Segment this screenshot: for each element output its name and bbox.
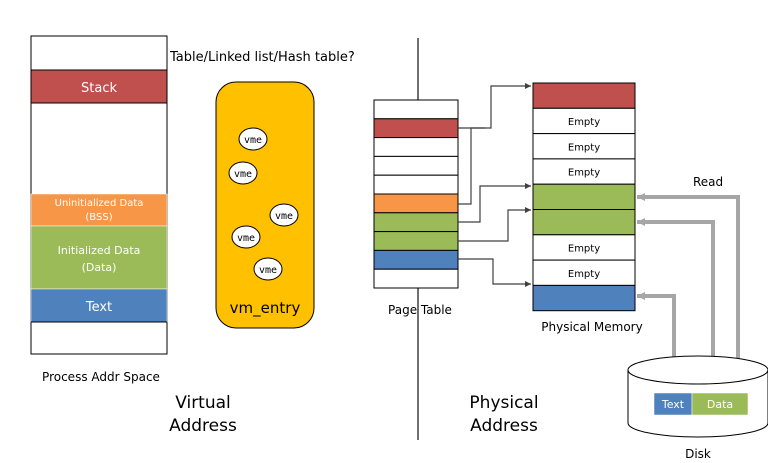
text-segment: [30, 288, 168, 323]
text-label: Text: [85, 300, 112, 315]
read-arrow-data: [637, 193, 740, 390]
page-table-entry: [373, 118, 459, 139]
disk-text-label: Text: [661, 398, 685, 411]
physical-memory-caption: Physical Memory: [541, 320, 642, 334]
memory-frame-data: [532, 183, 636, 210]
vme-node-label: vme: [275, 211, 293, 222]
empty-frame-label: Empty: [568, 269, 600, 280]
vme-node-label: vme: [234, 169, 252, 180]
process-space-caption: Process Addr Space: [42, 370, 160, 384]
mapping-arrows: [458, 83, 531, 287]
memory-frame-empty: [532, 133, 636, 160]
page-table-entry: [373, 174, 459, 195]
vme-node-group: vme vme vme vme vme: [228, 127, 299, 281]
vme-node: [228, 161, 258, 185]
disk-data-block: [691, 392, 749, 416]
page-table-entry: [373, 193, 459, 214]
page-table-entry: [373, 231, 459, 251]
vme-node: [269, 203, 299, 227]
read-label: Read: [693, 175, 723, 189]
empty-frame-label: Empty: [568, 117, 600, 128]
bss-label-line2: (BSS): [85, 212, 112, 223]
virtual-address-line2: Address: [169, 416, 237, 436]
memory-frame-text: [532, 284, 636, 312]
page-table-entry: [373, 155, 459, 176]
vme-node: [253, 257, 283, 281]
mapping-arrow-text: [458, 258, 531, 287]
page-table-entry: [373, 212, 459, 233]
process-addr-space: Stack Uninitialized Data (BSS) Initializ…: [30, 35, 168, 384]
read-arrow-data: [637, 218, 715, 390]
data-label-line2: (Data): [82, 261, 117, 274]
page-table-entry: [373, 137, 459, 157]
empty-frame-label: Empty: [568, 243, 600, 254]
vme-node-label: vme: [244, 135, 262, 146]
page-table-entry: [373, 99, 459, 120]
memory-frame-stack: [532, 82, 636, 109]
page-table-caption: Page Table: [388, 303, 452, 317]
disk-top: [627, 355, 768, 385]
physical-address-line2: Address: [470, 416, 538, 436]
page-table-entry: [373, 268, 459, 289]
bss-label-line1: Uninitialized Data: [55, 198, 144, 209]
page-table-rows: [373, 99, 459, 289]
physical-address-line1: Physical: [469, 393, 538, 413]
memory-frame-empty: [532, 107, 636, 135]
vm-entry-container: [215, 81, 315, 329]
empty-frame-label: Empty: [568, 142, 600, 153]
data-segment: [30, 225, 168, 290]
virtual-address-line1: Virtual: [175, 393, 231, 413]
empty-frame-label: Empty: [568, 168, 600, 179]
mapping-arrow-data: [458, 183, 531, 223]
question-text: Table/Linked list/Hash table?: [169, 50, 355, 65]
vme-node-label: vme: [237, 233, 255, 244]
stack-segment: [30, 69, 168, 104]
disk-caption: Disk: [685, 447, 711, 461]
page-table-entry: [373, 249, 459, 270]
vme-node-label: vme: [259, 265, 277, 276]
memory-frame-data: [532, 209, 636, 236]
mapping-arrow-data: [458, 207, 531, 242]
memory-frame-empty: [532, 158, 636, 185]
vm-entry-label: vm_entry: [230, 299, 301, 318]
disk-data-label: Data: [707, 398, 733, 411]
mapping-line: [458, 127, 485, 205]
vm-entry-box: vme vme vme vme vme vm_entry: [215, 81, 315, 329]
data-label-line1: Initialized Data: [58, 244, 141, 257]
vme-node: [231, 225, 261, 249]
memory-frame-empty: [532, 259, 636, 286]
mapping-arrow-stack: [458, 83, 531, 129]
stack-label: Stack: [81, 81, 117, 96]
page-table: Page Table: [373, 99, 459, 317]
disk: Text Data Disk: [627, 355, 768, 461]
vme-node: [238, 127, 268, 151]
